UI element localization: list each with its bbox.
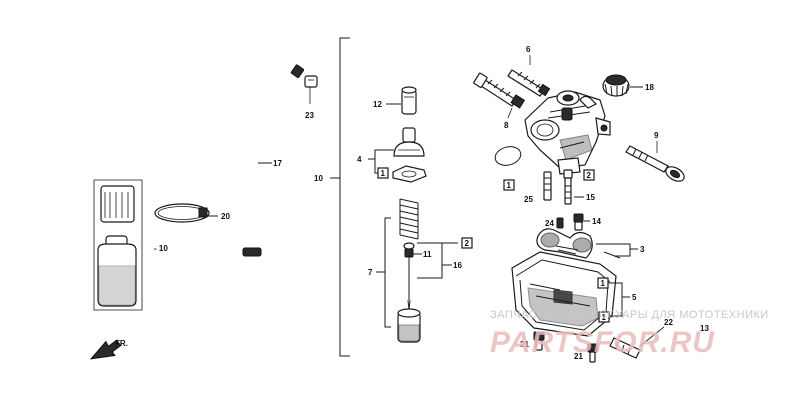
throttle-stop-screw: [507, 69, 551, 97]
gasket: [392, 165, 427, 183]
callout-11: 11: [423, 250, 432, 259]
callout-14: 14: [592, 217, 601, 226]
boxed-ref-2b: [583, 169, 595, 181]
svg-text:1: 1: [601, 279, 606, 288]
boxed-ref-1d: [598, 311, 610, 323]
callout-17: 17: [273, 159, 282, 168]
jet-needle: [403, 242, 415, 311]
clip-23: [304, 75, 318, 104]
callout-10: 10: [314, 174, 323, 183]
callout-7: 7: [368, 268, 373, 277]
boxed-ref-2a: [461, 237, 473, 249]
watermark-tagline: ЗАПЧАСТИ И АКСЕССУАРЫ ДЛЯ МОТОТЕХНИКИ: [490, 309, 769, 321]
oil-bottle-assembly: [93, 179, 143, 311]
throttle-spring: [399, 198, 419, 240]
top-cap-12: [401, 86, 417, 115]
float-chamber: [511, 251, 617, 337]
watermark-logo: PARTSFOR.RU: [490, 326, 715, 359]
drain-screw-21-right: [587, 343, 598, 363]
callout-13: 13: [700, 324, 709, 333]
svg-text:2: 2: [587, 171, 592, 180]
svg-text:1: 1: [602, 313, 607, 322]
drain-tube-13: [675, 322, 725, 355]
svg-text:1: 1: [381, 169, 386, 178]
callout-12: 12: [373, 100, 382, 109]
pilot-screw: [473, 72, 526, 109]
float: [536, 228, 593, 259]
chamber-cap-18: [602, 74, 630, 97]
front-direction-arrow-icon: FR.: [89, 339, 128, 360]
callout-8: 8: [504, 121, 509, 130]
callout-6: 6: [526, 45, 531, 54]
callout-15: 15: [586, 193, 595, 202]
drain-nozzle-22: [609, 337, 641, 359]
boxed-ref-1b: [503, 179, 515, 191]
vent-tube: [242, 60, 305, 257]
float-pin: [603, 251, 621, 259]
callout-21-right: 21: [574, 352, 583, 361]
callout-3: 3: [640, 245, 645, 254]
callout-21-left: 21: [520, 340, 529, 349]
throttle-valve: [397, 308, 421, 343]
boxed-ref-1a: [377, 167, 389, 179]
callout-18: 18: [645, 83, 654, 92]
choke-plunger: [625, 145, 685, 182]
callout-4: 4: [357, 155, 362, 164]
slow-jet-24: [556, 217, 564, 229]
callout-10-bottle: - 10: [154, 244, 168, 253]
callout-16: 16: [453, 261, 462, 270]
jet-holder-14: [573, 213, 584, 231]
svg-text:2: 2: [465, 239, 470, 248]
callout-20: 20: [221, 212, 230, 221]
top-fitting: [393, 127, 425, 157]
callout-25: 25: [524, 195, 533, 204]
callout-22: 22: [664, 318, 673, 327]
drain-screw-21-left: [533, 331, 545, 351]
callout-5: 5: [632, 293, 637, 302]
callout-9: 9: [654, 131, 659, 140]
callout-24: 24: [545, 219, 554, 228]
carburetor-body: [524, 90, 611, 175]
needle-jet-25: [543, 171, 552, 201]
hose-clip: [154, 203, 218, 223]
main-jet-15: [563, 169, 573, 205]
svg-text:1: 1: [507, 181, 512, 190]
o-ring: [494, 146, 522, 166]
direction-label: FR.: [115, 339, 128, 348]
choke-lever: [579, 95, 598, 109]
callout-23: 23: [305, 111, 314, 120]
